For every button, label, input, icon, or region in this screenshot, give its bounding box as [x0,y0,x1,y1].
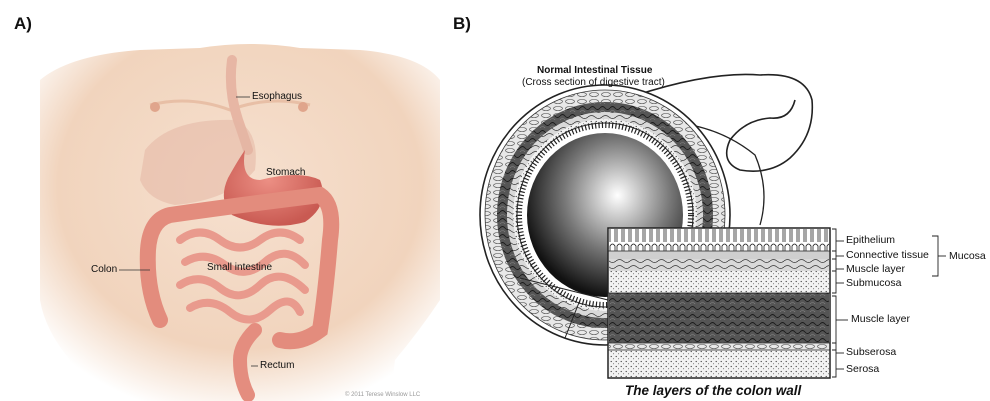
label-epithelium: Epithelium [846,234,895,246]
label-small-intestine: Small intestine [207,262,272,273]
muscle-layer-block [609,293,829,343]
label-mucosa-group: Mucosa [949,250,986,262]
label-esophagus: Esophagus [252,91,302,102]
diagram-subtitle: (Cross section of digestive tract) [522,77,665,88]
panel-b-label: B) [453,14,471,34]
label-subserosa: Subserosa [846,346,896,358]
layer-block [608,228,830,378]
serosa-layer [609,350,829,377]
diagram-title: Normal Intestinal Tissue [537,65,652,76]
label-submucosa: Submucosa [846,277,901,289]
copyright-text: © 2011 Terese Winslow LLC [345,392,420,398]
label-colon: Colon [91,264,117,275]
label-stomach: Stomach [266,167,305,178]
label-rectum: Rectum [260,360,294,371]
epithelium-layer [609,229,829,251]
label-muscle-layer: Muscle layer [851,313,910,325]
label-serosa: Serosa [846,363,879,375]
label-muscle-layer-mucosa: Muscle layer [846,263,905,275]
label-connective-tissue: Connective tissue [846,249,929,261]
diagram-caption: The layers of the colon wall [625,383,801,398]
